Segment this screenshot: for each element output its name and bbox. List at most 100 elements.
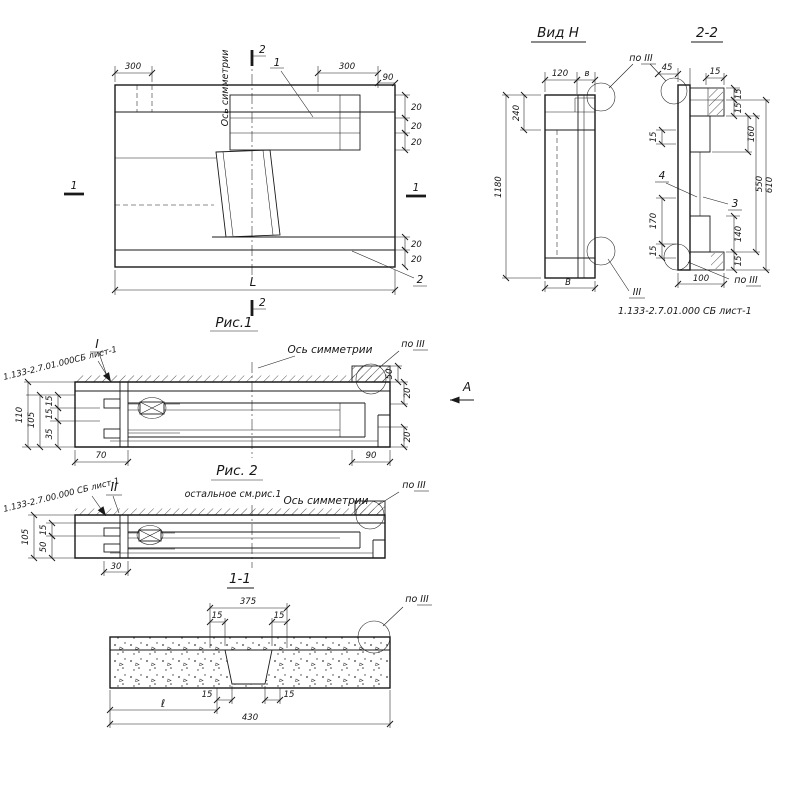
fig1-position-2: 2 (417, 274, 424, 286)
s22-dim-15: 15 (710, 67, 721, 77)
s11-dim-15: 15 (284, 690, 295, 700)
fig2-dim-50: 50 (385, 369, 395, 380)
fig2-dim-90: 90 (366, 451, 377, 461)
s22-dimension-lines (658, 74, 766, 284)
s22-dim-15: 15 (734, 89, 744, 100)
s11-dim-15: 15 (274, 611, 285, 621)
s11-dim-430: 430 (242, 713, 258, 723)
strip2-symmetry-axis-label: Ось симметрии (284, 495, 369, 507)
strip2-dim-105: 105 (21, 529, 31, 545)
s22-dim-100: 100 (693, 274, 709, 284)
s22-dim-140: 140 (734, 226, 744, 242)
s11-dimension-lines (110, 608, 390, 724)
fig1-caption: Рис.1 (215, 315, 252, 331)
strip2-dim-15: 15 (39, 525, 49, 536)
view-h-dim-240: 240 (512, 105, 522, 121)
fig2-caption: Рис. 2 (216, 463, 258, 479)
s22-po3-leader (687, 261, 730, 280)
strip2-anchor-bolt-bottom (103, 543, 121, 553)
strip2-po3-leader (377, 491, 400, 506)
strip2-note: остальное см.рис.1 (185, 489, 282, 500)
fig1-section-mark-1-right: 1 (413, 182, 420, 194)
strip2-anchor-cross (138, 529, 162, 542)
s22-dim-550: 550 (755, 176, 765, 192)
s22-dim-15: 15 (649, 246, 659, 257)
strip2-dimension-lines (34, 515, 128, 572)
view-h-title: Вид Н (537, 25, 579, 41)
s22-position-4: 4 (659, 170, 666, 182)
fig2-po3-label: по III (401, 339, 425, 350)
s22-hatch-bottom (711, 253, 723, 269)
fig1-position-1: 1 (274, 57, 281, 69)
fig2-dim-15: 15 (45, 396, 55, 407)
fig2-dim-20: 20 (403, 388, 413, 399)
fig2-surface-hatch (75, 375, 390, 382)
fig2-symmetry-axis-label: Ось симметрии (288, 344, 373, 356)
fig1-symmetry-axis-label: Ось симметрии (220, 50, 231, 127)
fig1-dim-20: 20 (411, 138, 422, 148)
fig1-dim-20: 20 (411, 255, 422, 265)
s11-dim-l: ℓ (160, 698, 165, 710)
view-h-dimension-lines (506, 80, 595, 288)
fig1-dim-L: L (250, 275, 257, 289)
ref-bottom-leader (607, 258, 630, 292)
s11-po3-label: по III (405, 594, 429, 605)
ref-po3-top-label: по III (629, 53, 653, 64)
section-2-2-title: 2-2 (696, 25, 718, 41)
fig2-marker-I: I (95, 337, 99, 351)
fig1-section-mark-2-top: 2 (259, 44, 266, 56)
fig2-view-A-label: А (462, 380, 471, 394)
strip2-dim-30: 30 (111, 562, 122, 572)
section-1-1: 1-1 по III 375 15 15 15 15 ℓ 430 (110, 571, 432, 728)
view-h: Вид Н 120 в 240 1180 В по III III 1.133-… (494, 25, 752, 317)
ref-3-label: III (633, 287, 642, 298)
section-2-2: 2-2 45 15 15 15 160 550 610 140 15 15 17… (649, 25, 775, 288)
s22-dim-15: 15 (734, 103, 744, 114)
fig2-dimension-lines (28, 366, 404, 462)
strip2-po3-label: по III (402, 480, 426, 491)
s22-dim-160: 160 (747, 126, 757, 142)
strip2-ref-circle (355, 500, 385, 530)
strip2-detail-circle (136, 525, 164, 545)
fig1-dim-300-right: 300 (339, 62, 355, 72)
fig1-label-underlines (210, 55, 427, 332)
fig1-dimension-lines (115, 73, 405, 290)
strip2-dim-50: 50 (39, 542, 49, 553)
fig2-dim-110: 110 (15, 407, 25, 423)
fig1-section-mark-2-bottom: 2 (259, 297, 266, 309)
s11-dim-375: 375 (240, 597, 256, 607)
s22-dim-170: 170 (649, 213, 659, 229)
s22-dim-15: 15 (734, 256, 744, 267)
fig1-dim-20: 20 (411, 103, 422, 113)
fig1-dim-300-left: 300 (125, 62, 141, 72)
view-h-dim-120: 120 (552, 69, 568, 79)
view-h-dim-B: В (565, 278, 571, 288)
s22-dim-15: 15 (649, 132, 659, 143)
s22-position-3: 3 (732, 198, 739, 210)
fig1-dim-20: 20 (411, 240, 422, 250)
fig1-plan-view: 300 300 90 20 20 20 20 20 L 1 1 2 2 1 2 … (64, 44, 427, 332)
s22-po3-label: по III (734, 275, 758, 286)
view-h-dim-v: в (584, 69, 589, 79)
view-h-dim-1180: 1180 (494, 176, 504, 198)
section-1-1-title: 1-1 (229, 571, 251, 587)
fig1-section-mark-1-left: 1 (71, 180, 78, 192)
strip2-anchor-bolt-top (103, 527, 121, 537)
fig2-dim-35: 35 (45, 429, 55, 440)
s22-dim-610: 610 (765, 177, 775, 193)
s11-dim-15: 15 (212, 611, 223, 621)
fig2-dim-70: 70 (96, 451, 107, 461)
fig2-anchor-bolt-bottom (103, 428, 121, 439)
fig1-section-ticks (64, 50, 426, 316)
strip2-details (110, 532, 373, 554)
document-reference: 1.133-2.7.01.000 СБ лист-1 (618, 306, 752, 317)
s22-position-3-leader (702, 196, 729, 205)
s22-dim-45: 45 (662, 63, 673, 73)
strip2-marker-II: II (110, 480, 118, 494)
fig2-dim-15: 15 (45, 409, 55, 420)
fig2-anchor-bolt-top (103, 398, 121, 409)
s22-hatch-top (709, 89, 723, 115)
strip2-surface-hatch (75, 508, 385, 515)
